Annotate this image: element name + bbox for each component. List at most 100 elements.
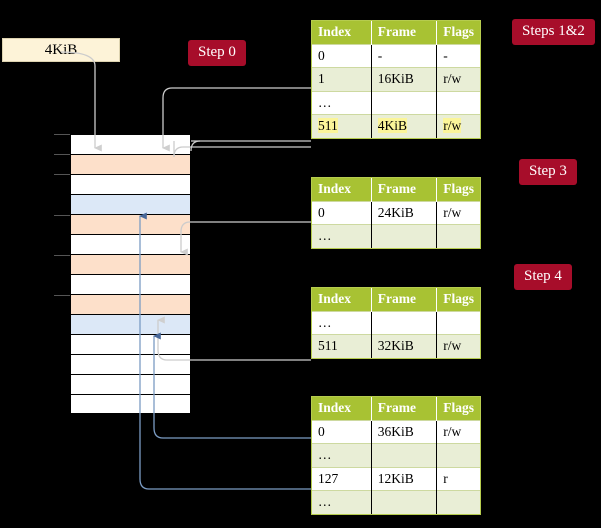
cell-index: 0 [312,43,372,68]
memory-tick [54,154,70,155]
table-row: … [312,490,480,514]
cell-index: 0 [312,419,372,444]
cell-frame-text: 4KiB [377,118,408,134]
badge-step-0-label: Step 0 [198,44,236,60]
cell-index: 0 [312,200,372,225]
cell-frame: 12KiB [371,466,438,491]
table-header-row: Index Frame Flags [312,178,480,202]
memory-tick [54,215,70,216]
badge-step-3-label: Step 3 [529,163,567,179]
table-header-row: Index Frame Flags [312,288,480,312]
memory-frame-row [70,394,191,414]
table-row: … [312,224,480,248]
memory-tick [54,295,70,296]
table-row: 511 32KiB r/w [312,334,480,358]
cell-frame: 16KiB [371,67,438,92]
memory-frame-row [70,234,191,254]
memory-tick [54,174,70,175]
cell-flags [436,443,480,468]
column-header-flags: Flags [436,397,480,421]
badge-step-4: Step 4 [514,264,572,290]
column-header-frame: Frame [371,178,438,202]
memory-tick [54,255,70,256]
cell-frame: 4KiB [371,114,438,138]
table-row: 0 - - [312,43,480,68]
column-header-flags: Flags [436,178,480,202]
cell-frame: - [371,43,438,68]
table-row: 1 16KiB r/w [312,67,480,92]
cell-flags: r/w [436,67,480,92]
page-table-level-2: Index Frame Flags … 511 32KiB r/w [311,287,481,359]
badge-steps-1-2-label: Steps 1&2 [522,23,585,39]
table-row: … [312,310,480,335]
memory-frame-row [70,194,191,214]
cell-frame: 36KiB [371,419,438,444]
cell-index: 1 [312,67,372,92]
table-row: … [312,90,480,115]
cell-flags: r/w [436,419,480,444]
cell-flags [436,90,480,115]
table-row-highlighted: 511 4KiB r/w [312,114,480,138]
table-header-row: Index Frame Flags [312,21,480,45]
column-header-index: Index [312,288,372,312]
table-row: 127 12KiB r [312,466,480,491]
physical-memory-column [70,134,191,416]
cell-index: … [312,443,372,468]
column-header-index: Index [312,397,372,421]
page-table-level-3: Index Frame Flags 0 36KiB r/w … 127 [311,396,481,515]
column-header-flags: Flags [436,21,480,45]
memory-tick [54,134,70,135]
cell-flags-text: r/w [443,118,462,134]
badge-step-0: Step 0 [188,40,246,66]
cell-index: … [312,490,372,514]
cell-index: … [312,310,372,335]
column-header-frame: Frame [371,397,438,421]
cell-frame [371,443,438,468]
source-frame-label: 4KiB [44,41,78,58]
cell-index: … [312,90,372,115]
table-row: … [312,443,480,468]
column-header-flags: Flags [436,288,480,312]
page-table-level-1: Index Frame Flags 0 24KiB r/w … [311,177,481,249]
cell-index: 511 [312,334,372,358]
cell-frame [371,224,438,248]
memory-frame-row [70,214,191,234]
cell-frame: 32KiB [371,334,438,358]
column-header-index: Index [312,21,372,45]
page-table-level-0: Index Frame Flags 0 - - 1 16KiB r/w … [311,20,481,139]
cell-index: … [312,224,372,248]
badge-steps-1-2: Steps 1&2 [512,19,595,45]
memory-frame-row [70,274,191,294]
memory-frame-row [70,374,191,394]
cell-flags: r/w [436,200,480,225]
cell-flags [436,490,480,514]
cell-index-text: 511 [318,118,338,134]
memory-frame-row [70,294,191,314]
badge-step-4-label: Step 4 [524,268,562,284]
cell-flags [436,224,480,248]
table-row: 0 36KiB r/w [312,419,480,444]
cell-frame [371,90,438,115]
cell-frame [371,490,438,514]
cell-index: 127 [312,466,372,491]
cell-flags: r/w [436,114,480,138]
column-header-index: Index [312,178,372,202]
memory-frame-row [70,254,191,274]
memory-frame-row [70,354,191,374]
memory-frame-row [70,154,191,174]
cell-flags: r/w [436,334,480,358]
source-frame-box: 4KiB [2,38,120,62]
table-row: 0 24KiB r/w [312,200,480,225]
cell-frame [371,310,438,335]
cell-index: 511 [312,114,372,138]
table-header-row: Index Frame Flags [312,397,480,421]
column-header-frame: Frame [371,288,438,312]
cell-frame: 24KiB [371,200,438,225]
cell-flags: - [436,43,480,68]
column-header-frame: Frame [371,21,438,45]
badge-step-3: Step 3 [519,159,577,185]
cell-flags: r [436,466,480,491]
cell-flags [436,310,480,335]
